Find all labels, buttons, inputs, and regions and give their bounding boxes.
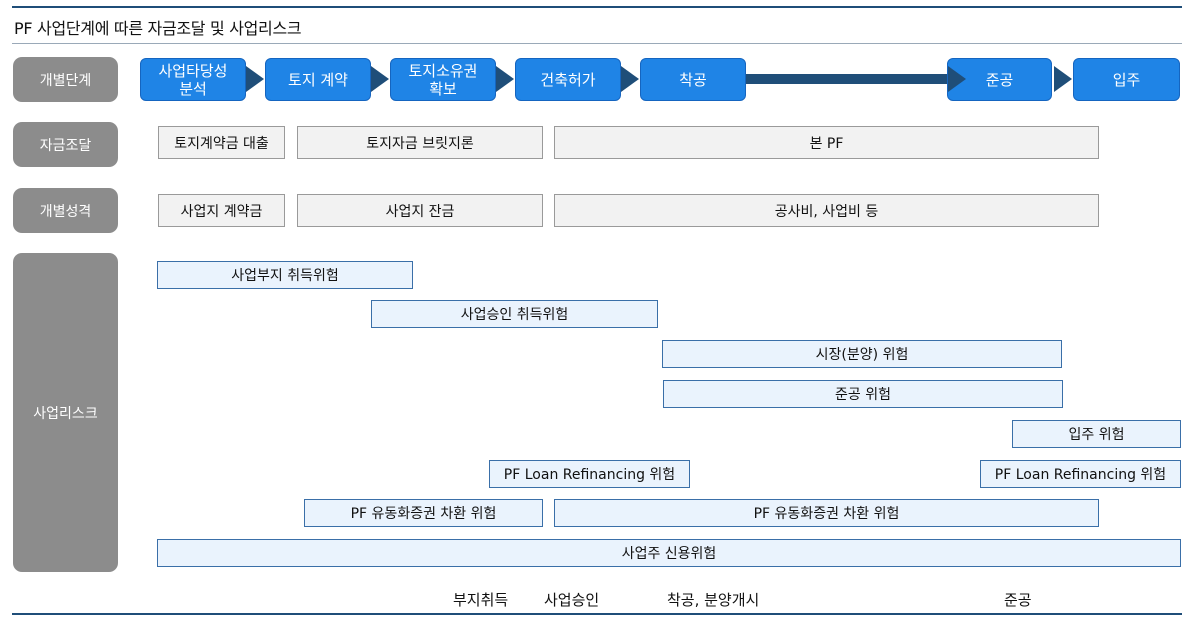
stage-label: 준공 [985,70,1014,89]
risk-market-sales: 시장(분양) 위험 [662,340,1062,368]
bottom-rule [12,613,1182,615]
stage-construction-start: 착공 [640,58,746,101]
title-rule [12,43,1182,44]
nature-site-balance: 사업지 잔금 [297,194,543,227]
arrow-right-icon [621,66,639,92]
risk-completion: 준공 위험 [663,380,1063,408]
stage-label: 건축허가 [540,70,596,89]
stage-label: 확보 [429,79,457,98]
risk-pf-refinancing-early: PF Loan Refinancing 위험 [489,460,690,488]
risk-occupancy: 입주 위험 [1012,420,1181,448]
arrow-right-icon [246,66,264,92]
row-label-stages: 개별단계 [13,57,118,102]
page-title: PF 사업단계에 따른 자금조달 및 사업리스크 [14,19,302,38]
stage-building-permit: 건축허가 [515,58,621,101]
funding-bridge-loan: 토지자금 브릿지론 [297,126,543,159]
milestone-approval: 사업승인 [544,591,600,609]
stage-label: 토지 계약 [288,70,348,89]
stage-label: 토지소유권 [408,61,478,80]
arrow-right-icon [1054,66,1072,92]
risk-project-approval: 사업승인 취득위험 [371,300,658,328]
row-label-risk: 사업리스크 [13,253,118,572]
milestone-construction-sales: 착공, 분양개시 [667,591,760,609]
stage-label: 착공 [679,70,707,89]
row-label-funding: 자금조달 [13,122,118,167]
risk-abs-rollover-early: PF 유동화증권 차환 위험 [304,499,543,527]
arrow-right-icon [371,66,389,92]
flow-shaft [740,74,952,84]
funding-land-deposit-loan: 토지계약금 대출 [158,126,285,159]
stage-land-contract: 토지 계약 [265,58,371,101]
milestone-site-acquisition: 부지취득 [453,591,509,609]
stage-occupancy: 입주 [1073,58,1180,101]
milestone-completion: 준공 [1004,591,1032,609]
nature-construction-cost: 공사비, 사업비 등 [554,194,1099,227]
stage-label: 입주 [1112,70,1141,89]
risk-sponsor-credit: 사업주 신용위험 [157,539,1181,567]
arrow-right-icon [948,66,966,92]
risk-site-acquisition: 사업부지 취득위험 [157,261,413,289]
risk-abs-rollover-late: PF 유동화증권 차환 위험 [554,499,1099,527]
arrow-right-icon [496,66,514,92]
nature-site-deposit: 사업지 계약금 [158,194,285,227]
top-rule [12,6,1182,8]
funding-main-pf: 본 PF [554,126,1099,159]
stage-label: 분석 [179,79,207,98]
stage-label: 사업타당성 [158,61,228,80]
row-label-nature: 개별성격 [13,188,118,233]
risk-pf-refinancing-late: PF Loan Refinancing 위험 [980,460,1181,488]
